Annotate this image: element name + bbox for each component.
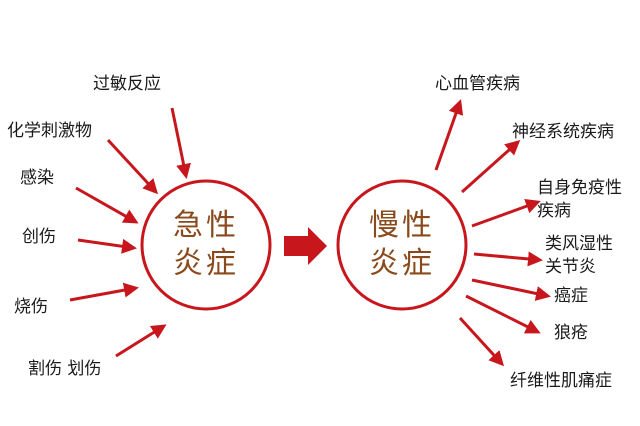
arrow-arthritis (473, 251, 543, 267)
arrow-fibro (458, 316, 505, 367)
arrow-allergy (170, 107, 191, 179)
arrow-lupus (465, 294, 541, 334)
acute-title-line1: 急性 (173, 208, 239, 243)
cause-trauma: 创伤 (22, 227, 56, 247)
disease-cardio: 心血管疾病 (435, 74, 520, 94)
disease-arthritis-line1: 类风湿性 (545, 234, 613, 254)
arrow-cut (115, 324, 167, 358)
chronic-title-line2: 炎症 (369, 246, 435, 281)
arrow-autoimmune (471, 199, 541, 228)
disease-lupus: 狼疮 (554, 323, 588, 343)
disease-autoimmune-line2: 疾病 (537, 201, 571, 221)
disease-arthritis-line2: 关节炎 (545, 257, 596, 277)
disease-cancer: 癌症 (554, 286, 588, 306)
cause-allergy: 过敏反应 (93, 74, 161, 94)
cause-burn: 烧伤 (14, 297, 48, 317)
arrow-chemical (106, 138, 159, 195)
arrow-cancer (471, 278, 551, 301)
chronic-circle (336, 179, 468, 311)
arrow-burn (69, 282, 139, 302)
acute-title-line2: 炎症 (173, 246, 239, 281)
progression-arrow (284, 227, 327, 265)
arrow-cardio (434, 99, 464, 171)
chronic-title-line1: 慢性 (369, 208, 435, 243)
arrow-infection (75, 186, 139, 224)
disease-fibro: 纤维性肌痛症 (510, 371, 612, 391)
arrow-trauma (77, 238, 137, 254)
acute-circle (140, 179, 272, 311)
disease-autoimmune-line1: 自身免疫性 (537, 178, 622, 198)
cause-chemical: 化学刺激物 (7, 121, 92, 141)
cause-infection: 感染 (20, 168, 54, 188)
disease-neuro: 神经系统疾病 (512, 122, 614, 142)
cause-cut: 割伤 划伤 (28, 359, 102, 379)
arrow-neuro (461, 140, 521, 194)
